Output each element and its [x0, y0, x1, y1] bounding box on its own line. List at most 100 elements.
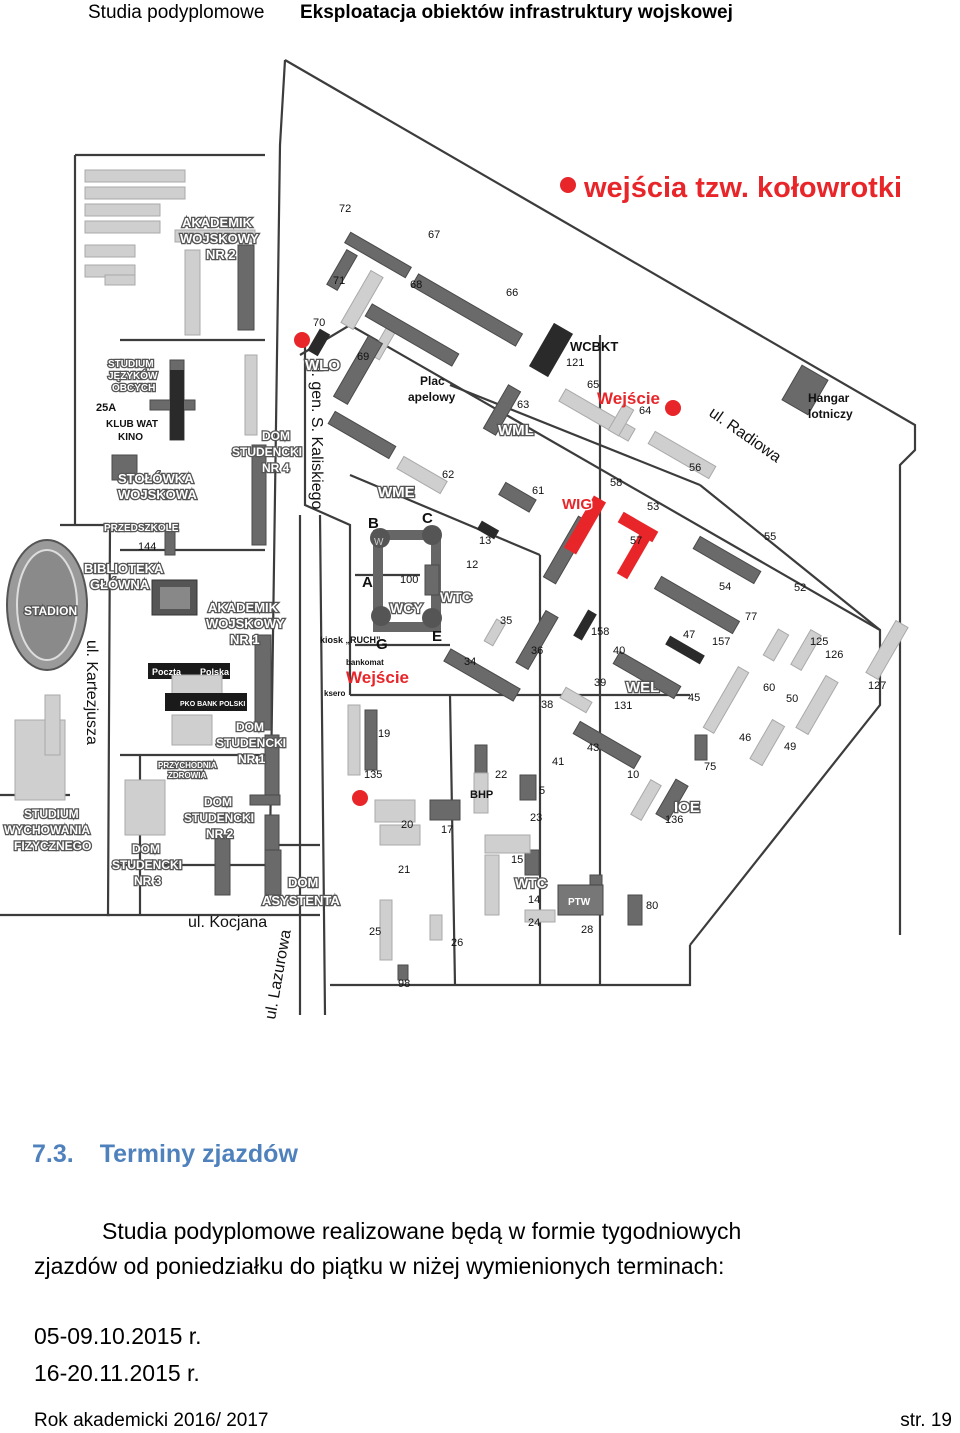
building-number: 17 [441, 824, 453, 836]
street-kocjana: ul. Kocjana [188, 914, 267, 931]
label-wme: WME [378, 484, 415, 501]
building [474, 744, 488, 776]
street-lazurowa: ul. Lazurowa [262, 928, 295, 1020]
building [326, 248, 358, 292]
building-number: 34 [464, 656, 476, 668]
building [424, 564, 440, 596]
building-number: 98 [398, 978, 410, 990]
building [174, 229, 256, 243]
building-number: 121 [566, 357, 584, 369]
label-wml: WML [498, 422, 534, 439]
street-kartezjusza: ul. Kartezjusza [83, 640, 100, 745]
label-hub-e: E [432, 628, 442, 645]
building-number: 135 [364, 769, 382, 781]
building [473, 772, 489, 814]
building [559, 686, 593, 714]
building-number: 100 [400, 574, 418, 586]
label-stadion: STADION [24, 604, 77, 618]
section-title: Terminy zjazdów [99, 1140, 298, 1168]
building [84, 186, 186, 200]
building [607, 403, 635, 437]
building [482, 384, 522, 436]
building-number: 46 [739, 732, 751, 744]
label-kiosk: kiosk „RUCH” [320, 635, 381, 645]
building [327, 410, 397, 460]
building [795, 674, 839, 736]
building [573, 609, 597, 641]
footer-academic-year: Rok akademicki 2016/ 2017 [34, 1410, 269, 1431]
hub-node [422, 525, 442, 545]
building-number: 71 [333, 275, 345, 287]
building-number: 47 [683, 629, 695, 641]
label-przedszkole: PRZEDSZKOLE [104, 523, 179, 534]
road-outline [60, 523, 320, 917]
building [524, 849, 540, 876]
road-outline [355, 573, 450, 647]
building-number: 12 [466, 559, 478, 571]
building [379, 824, 421, 846]
building-number: 36 [531, 645, 543, 657]
paragraph-line-2: zjazdów od poniedziałku do piątku w niże… [34, 1253, 725, 1279]
building [429, 799, 461, 821]
label-ksero: ksero [324, 689, 345, 698]
building-number: 13 [479, 535, 491, 547]
building-number: 50 [786, 693, 798, 705]
building-number: 61 [532, 485, 544, 497]
building [630, 778, 662, 822]
entry-dot [352, 790, 368, 806]
building-number: 72 [339, 203, 351, 215]
hangar-building [781, 364, 829, 416]
building-number: 57 [630, 535, 642, 547]
building [692, 535, 762, 585]
building-number: 53 [647, 501, 659, 513]
bank-sign [165, 693, 247, 711]
label-hub-a: A [362, 574, 373, 591]
label-144: 144 [138, 541, 156, 553]
building [484, 834, 531, 854]
building [379, 899, 393, 961]
ptw-building [557, 884, 604, 916]
entry-dot [665, 400, 681, 416]
building [484, 854, 500, 916]
building [264, 849, 282, 896]
header-right: Eksploatacja obiektów infrastruktury woj… [300, 2, 733, 23]
building-number: 66 [506, 287, 518, 299]
section-heading: 7.3. Terminy zjazdów [32, 1140, 298, 1169]
building-number: 40 [613, 645, 625, 657]
building [84, 220, 161, 234]
building [655, 778, 689, 822]
building [111, 454, 138, 481]
building [790, 628, 822, 672]
label-bhp: BHP [470, 789, 493, 801]
section-number: 7.3. [32, 1140, 74, 1168]
date-1: 05-09.10.2015 r. [34, 1323, 202, 1349]
building-number: 26 [451, 937, 463, 949]
label-hub-b: B [368, 515, 379, 532]
label-25a: 25A [96, 402, 116, 414]
label-polska: Polska [200, 667, 230, 677]
building-number: 35 [500, 615, 512, 627]
road-outline [115, 753, 270, 867]
building [749, 718, 786, 767]
building-number: 41 [552, 756, 564, 768]
label-hub-g: G [376, 636, 388, 653]
building-number: 19 [378, 728, 390, 740]
label-hub-w: W [374, 537, 384, 548]
building-number: 80 [646, 900, 658, 912]
building [865, 619, 909, 681]
schedule-paragraph: Studia podyplomowe realizowane będą w fo… [34, 1214, 924, 1284]
building-number: 43 [587, 742, 599, 754]
building-number: 14 [528, 894, 540, 906]
building [14, 719, 66, 801]
road-outline [298, 514, 327, 1016]
building [164, 529, 176, 556]
building [104, 274, 136, 286]
building-number: 58 [610, 477, 622, 489]
page-header: Studia podyplomowe Eksploatacja obiektów… [0, 2, 960, 26]
